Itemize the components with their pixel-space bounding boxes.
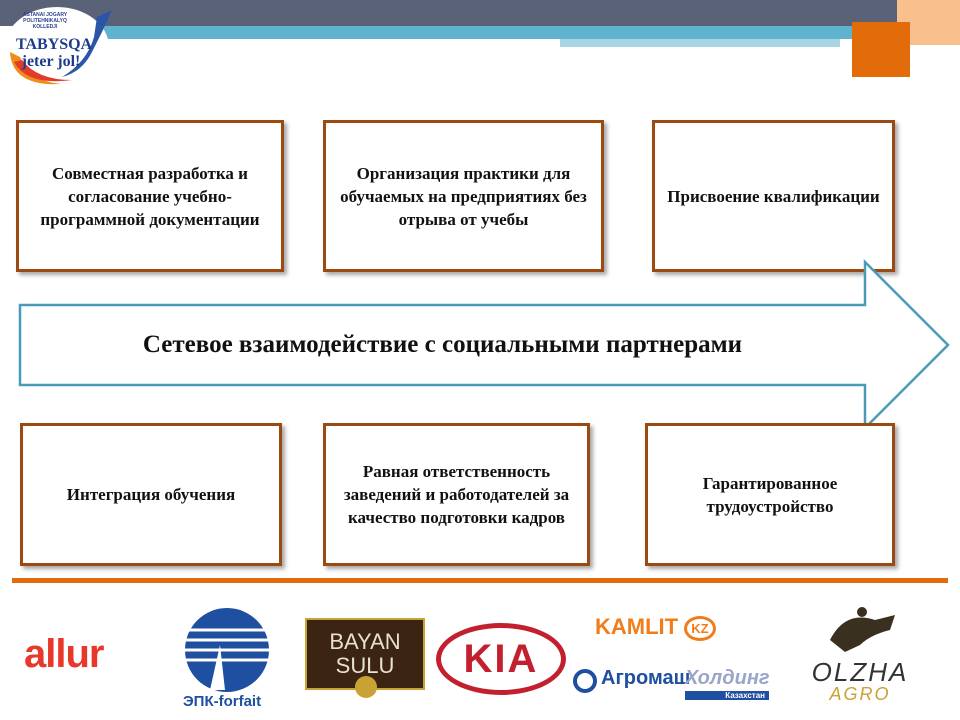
box-employment: Гарантированное трудоустройство — [645, 423, 895, 566]
box-practice: Организация практики для обучаемых на пр… — [323, 120, 604, 272]
header-bar — [0, 0, 960, 26]
logo-allur: allur — [24, 632, 104, 676]
bayan-emblem-icon — [355, 676, 377, 698]
logo-epk-forfait: ЭПК-forfait — [165, 605, 285, 715]
decor-orange-square — [852, 22, 910, 77]
logo-line5: jeter jol! — [21, 53, 81, 70]
kz-badge: KZ — [684, 615, 716, 641]
agromash-icon — [573, 669, 597, 693]
arrow-label: Сетевое взаимодействие с социальными пар… — [142, 331, 743, 358]
agro-text: AGRO — [829, 684, 891, 704]
box-responsibility: Равная ответственность заведений и работ… — [323, 423, 590, 566]
logo-bayan-sulu: BAYAN SULU — [305, 618, 425, 698]
bayan-text: BAYAN — [329, 629, 401, 654]
logo-kamlit: KAMLIT KZ — [595, 614, 716, 641]
agromash-text: Агромаш — [601, 667, 691, 689]
college-logo: ASTANAI JOGARY POLITEHNIKALYQ KOLLEDJI T… — [2, 2, 117, 88]
box-qualification: Присвоение квалификации — [652, 120, 895, 272]
header-teal-band-light — [560, 39, 840, 47]
horse-rider-icon — [830, 607, 895, 652]
holding-text: Холдинг — [685, 667, 770, 689]
logo-line4: TABYSQA — [16, 36, 93, 53]
epk-text: ЭПК-forfait — [183, 693, 262, 710]
logo-line1: ASTANAI JOGARY — [22, 12, 68, 18]
box-curriculum: Совместная разработка и согласование уче… — [16, 120, 284, 272]
divider-line — [12, 578, 948, 583]
olzha-text: OLZHA — [811, 657, 909, 687]
logo-olzha-agro: OLZHA AGRO — [790, 600, 930, 710]
box-integration: Интеграция обучения — [20, 423, 282, 566]
logo-line2: POLITEHNIKALYQ — [23, 18, 67, 24]
kamlit-text: KAMLIT — [595, 614, 679, 639]
header-teal-band — [60, 26, 900, 39]
logo-line3: KOLLEDJI — [32, 24, 58, 30]
logo-kia: KIA — [436, 623, 566, 695]
kazakhstan-text: Казахстан — [685, 691, 769, 700]
sulu-text: SULU — [335, 653, 395, 678]
